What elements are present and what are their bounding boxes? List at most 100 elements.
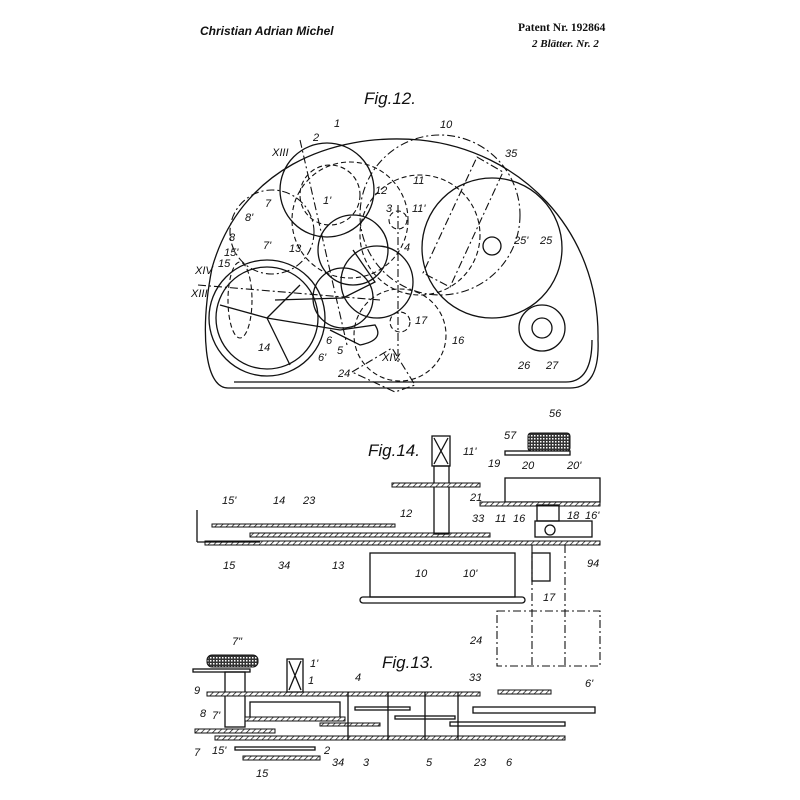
- figure-13: Fig.13. 7" 1' 1 4 33 6' 9 8 7' 7 15' 2: [192, 636, 596, 780]
- fig14-label: 11: [495, 513, 506, 525]
- fig13-label: 33: [469, 672, 482, 684]
- fig14-label: 17: [543, 592, 556, 604]
- plate-57: [504, 450, 571, 456]
- fig12-label: 3: [386, 203, 393, 215]
- fig12-label: 24: [337, 368, 350, 380]
- fig13-label: 15: [256, 768, 269, 780]
- arbor-post: [433, 465, 450, 535]
- fig14-label: 16': [585, 510, 600, 522]
- fig12-label: 25: [539, 235, 553, 247]
- main-plate: [204, 540, 601, 546]
- screw-icon: [544, 524, 556, 536]
- fig12-label: 1': [323, 195, 332, 207]
- fig13-label: 8: [200, 708, 207, 720]
- fig14-title: Fig.14.: [368, 441, 420, 460]
- fig13-label: 1: [308, 675, 314, 687]
- plate-33: [479, 501, 601, 507]
- hairspring-15: [227, 261, 253, 339]
- arbor-cross: [288, 660, 302, 691]
- fig13-label: 7": [232, 636, 243, 648]
- knob-7double-prime[interactable]: [206, 654, 259, 668]
- plate-9: [192, 668, 251, 673]
- bottom-plate-23: [214, 735, 566, 741]
- fig12-label: 15: [218, 258, 231, 270]
- fig14-label: 33: [472, 513, 485, 525]
- fig13-label: 6: [506, 757, 513, 769]
- fig14-label: 11': [463, 446, 477, 458]
- arbor-17: [389, 311, 411, 333]
- fig13-label: 2: [323, 745, 330, 757]
- wheel-1: [279, 142, 375, 238]
- fig13-label: 7: [194, 747, 201, 759]
- fig14-label: 24: [469, 635, 482, 647]
- fig14-label: 19: [488, 458, 500, 470]
- disc-10prime: [359, 596, 526, 604]
- fig14-label: 10': [463, 568, 478, 580]
- fig14-label: 14: [273, 495, 285, 507]
- wheel-16: [353, 288, 447, 382]
- fig14-label: 15': [222, 495, 237, 507]
- fig12-label: 35: [505, 148, 518, 160]
- part-24: [496, 610, 601, 667]
- wheel-4: [354, 706, 411, 711]
- fig14-label: 10: [415, 568, 428, 580]
- balance-rim-inner: [215, 266, 319, 370]
- wheel-7: [229, 189, 315, 275]
- wheel-26: [518, 304, 566, 352]
- fig14-label: 23: [302, 495, 316, 507]
- fig14-label: 12: [400, 508, 412, 520]
- fig14-label: 56: [549, 408, 562, 420]
- fig12-label: XIII: [271, 147, 289, 159]
- fig14-label: 15: [223, 560, 236, 572]
- fig14-label: 18: [567, 510, 580, 522]
- wheel-train-bar: [249, 532, 491, 538]
- fig12-title: Fig.12.: [364, 89, 416, 108]
- sheet-info: 2 Blätter. Nr. 2: [532, 38, 599, 50]
- arbor-17: [531, 552, 551, 582]
- fig12-label: 10: [440, 119, 453, 131]
- fig12-label: 27: [545, 360, 559, 372]
- knob-56[interactable]: [527, 432, 571, 452]
- post-7prime: [224, 671, 246, 728]
- fig12-label: 8: [229, 232, 236, 244]
- fig13-title: Fig.13.: [382, 653, 434, 672]
- fig12-label: 25': [513, 235, 529, 247]
- housing-20: [504, 477, 601, 503]
- fig12-label: 6': [318, 352, 327, 364]
- fig14-label: 94: [587, 558, 599, 570]
- wheel-3: [319, 722, 381, 727]
- fig12-label: 14: [258, 342, 270, 354]
- fig12-label: 26: [517, 360, 531, 372]
- figure-12: Fig.12. 10 35 XIII 2 1 12 11 11': [190, 89, 599, 393]
- fig12-label: 17: [415, 315, 428, 327]
- wheel-1: [249, 701, 341, 719]
- outline-inner: [234, 339, 593, 383]
- fig14-label: 21: [469, 492, 482, 504]
- fig12-label: 13: [289, 243, 302, 255]
- wheel-12: [291, 161, 409, 279]
- section-lines: [197, 139, 399, 365]
- fig13-label: 15': [212, 745, 227, 757]
- train-links: [274, 249, 376, 301]
- fig12-label: 6: [326, 335, 333, 347]
- fig13-label: 6': [585, 678, 594, 690]
- fig12-label: 7: [265, 198, 272, 210]
- arbor-cross: [433, 437, 449, 465]
- bridge-35: [422, 156, 504, 288]
- fig14-label: 13: [332, 560, 345, 572]
- fig13-label: 5: [426, 757, 433, 769]
- barrel-25: [421, 177, 563, 319]
- fig12-label: 4: [404, 242, 410, 254]
- wheel-11: [359, 174, 481, 296]
- fig14-label: 34: [278, 560, 290, 572]
- fig12-label: 1: [334, 118, 340, 130]
- wheel-1-teeth: [244, 716, 346, 722]
- fig12-label: 16: [452, 335, 465, 347]
- part-15: [234, 746, 316, 751]
- column: [536, 504, 560, 522]
- patent-number: Patent Nr. 192864: [518, 22, 606, 34]
- fig12-label: XIII: [190, 288, 208, 300]
- wheel-4: [340, 245, 414, 319]
- figure-14: Fig.14. 11' 56 57 19 20 20' 21 33 11 16 …: [196, 408, 601, 667]
